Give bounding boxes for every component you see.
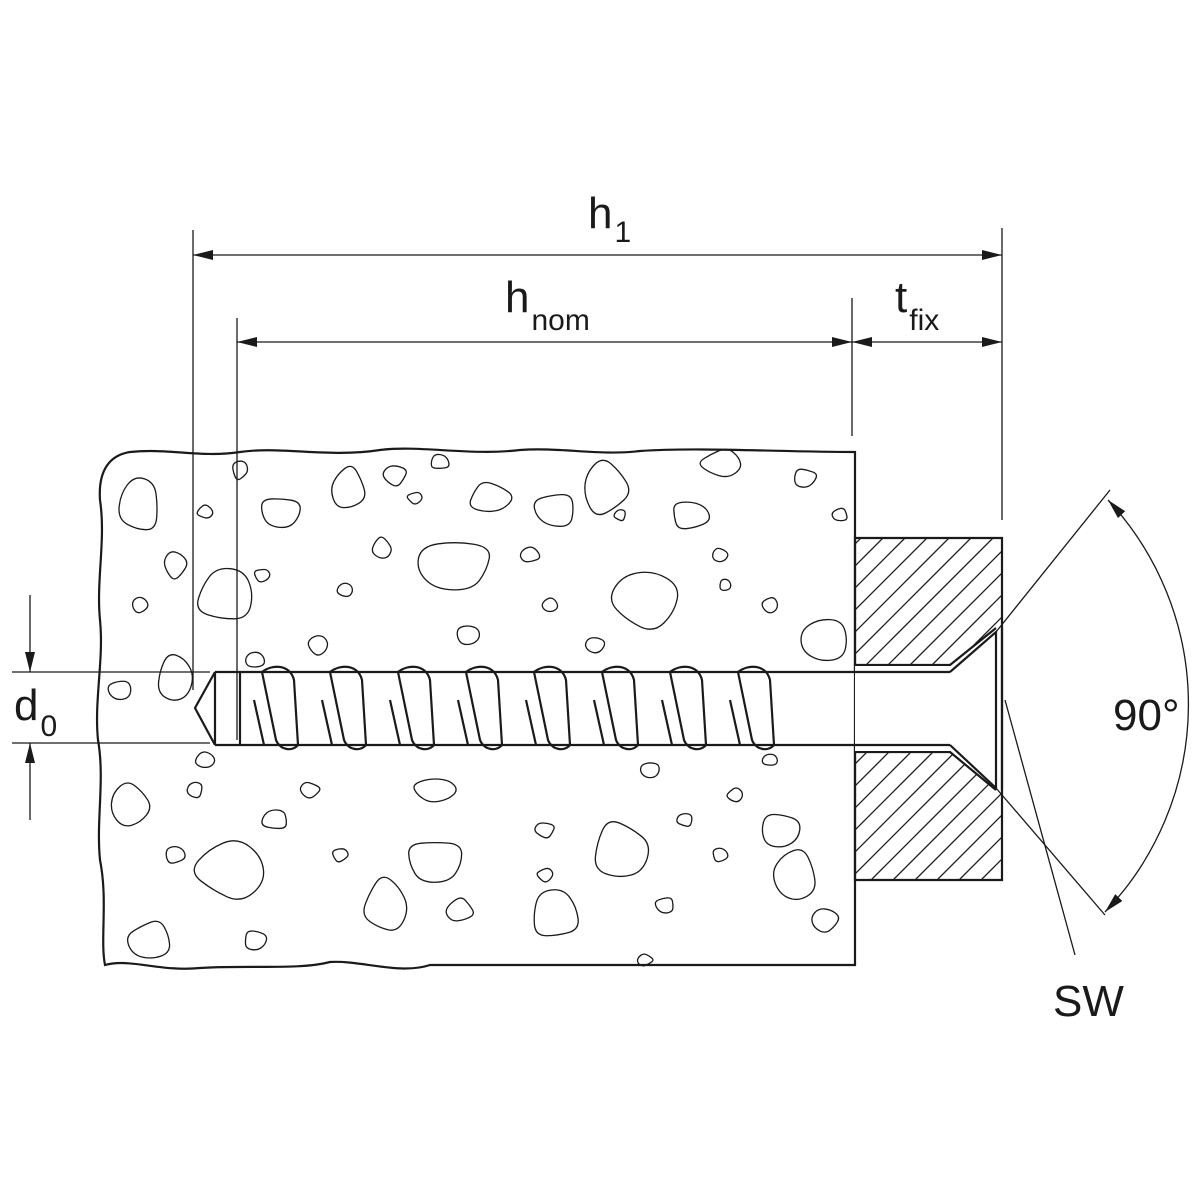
- stone: [699, 448, 742, 478]
- stone: [232, 460, 249, 481]
- stone: [336, 582, 354, 598]
- stone: [534, 822, 555, 839]
- stone: [811, 908, 840, 933]
- stone: [613, 509, 626, 522]
- stone: [761, 597, 779, 614]
- concrete-screw: [193, 628, 1004, 791]
- stone: [131, 596, 149, 614]
- stone: [299, 781, 321, 799]
- stone: [456, 625, 481, 646]
- label-angle: 90°: [1113, 691, 1180, 740]
- stone: [107, 680, 132, 701]
- stone: [260, 498, 301, 529]
- stone: [610, 571, 679, 630]
- stone: [406, 491, 423, 505]
- stone: [253, 568, 271, 583]
- stone: [469, 481, 513, 513]
- stone: [533, 494, 574, 527]
- stone: [636, 953, 654, 967]
- stone: [408, 841, 463, 883]
- stone: [761, 753, 778, 766]
- label-d0: d0: [14, 681, 57, 743]
- stone: [261, 809, 288, 830]
- stone: [193, 840, 265, 900]
- stone: [244, 930, 268, 951]
- stone: [726, 787, 744, 803]
- thread-turn: [728, 665, 776, 751]
- stone: [712, 847, 729, 863]
- stone: [382, 465, 407, 487]
- stone: [673, 501, 711, 530]
- stone: [800, 618, 847, 662]
- stone: [712, 547, 729, 563]
- stone: [413, 778, 457, 803]
- stone: [445, 897, 474, 922]
- stone: [157, 654, 194, 701]
- stone: [245, 651, 266, 668]
- stone: [127, 920, 171, 959]
- stone: [654, 897, 674, 914]
- stone: [110, 782, 151, 827]
- stone: [307, 635, 329, 656]
- stone: [584, 637, 606, 654]
- stone: [163, 551, 188, 580]
- stone: [719, 578, 732, 592]
- label-tfix: tfix: [895, 273, 939, 337]
- concrete-base: [95, 447, 857, 970]
- stone: [417, 542, 491, 591]
- stone: [536, 867, 554, 883]
- thread-turn: [388, 665, 436, 751]
- stone: [371, 536, 392, 559]
- stone: [118, 477, 158, 531]
- stone: [772, 849, 816, 901]
- stone: [533, 889, 579, 937]
- dimension-lines: [12, 228, 1190, 956]
- stone: [519, 546, 541, 563]
- thread-turn: [320, 665, 368, 751]
- label-h1: h1: [588, 189, 631, 249]
- thread-turn: [252, 665, 300, 751]
- thread-turn: [660, 665, 708, 751]
- label-sw: SW: [1053, 977, 1124, 1026]
- stone: [584, 459, 630, 516]
- stone: [639, 762, 660, 779]
- stone: [594, 821, 650, 878]
- stone: [363, 876, 408, 931]
- stone: [541, 597, 559, 613]
- thread-turn: [524, 665, 572, 751]
- stone: [676, 812, 693, 827]
- stone: [186, 781, 203, 799]
- stone: [794, 468, 818, 488]
- stone: [831, 507, 848, 522]
- stone: [430, 453, 450, 469]
- thread-turn: [592, 665, 640, 751]
- label-hnom: hnom: [505, 273, 590, 337]
- aggregate-stones: [107, 448, 848, 967]
- stone: [165, 846, 186, 864]
- stone: [196, 504, 214, 519]
- stone: [194, 751, 216, 769]
- stone: [331, 465, 366, 509]
- stone: [331, 848, 349, 863]
- thread-turn: [456, 665, 504, 751]
- stone: [197, 567, 253, 620]
- stone: [761, 813, 801, 848]
